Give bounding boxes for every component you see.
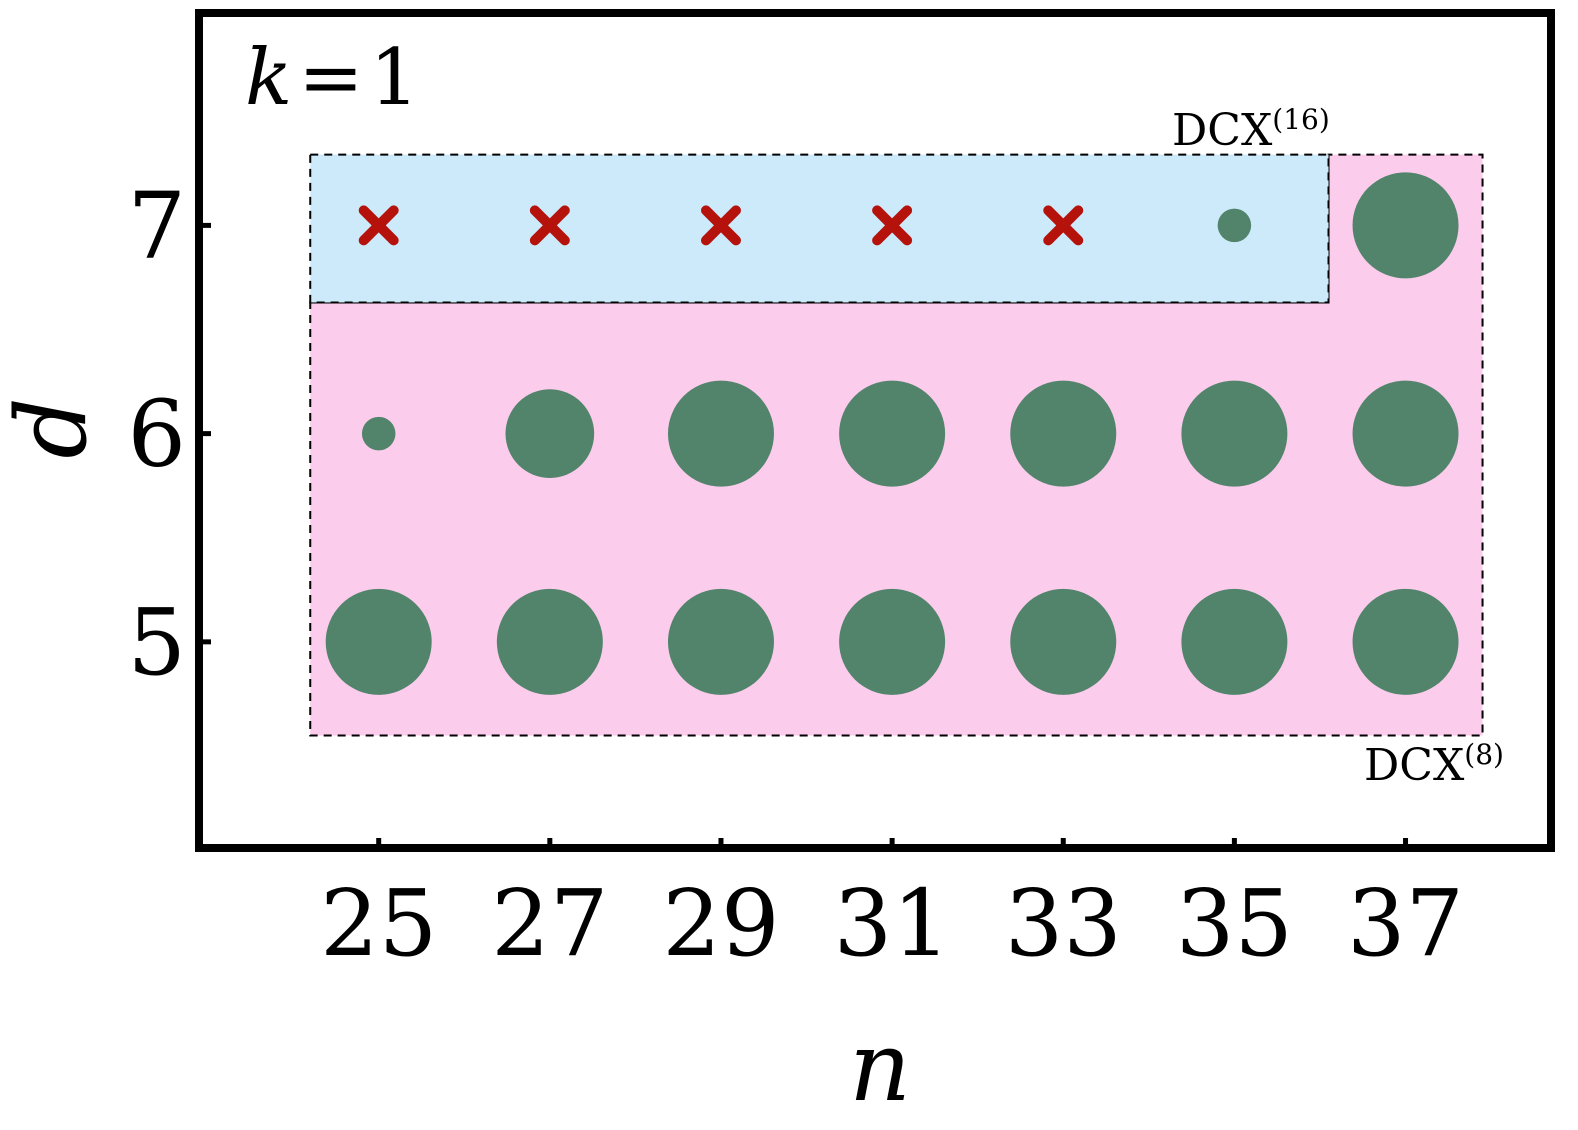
circle-marker: [1010, 588, 1117, 695]
circle-marker: [1010, 380, 1117, 487]
circle-marker: [1217, 208, 1252, 243]
y-tick-label: 5: [127, 589, 186, 696]
x-tick-label: 27: [491, 870, 608, 977]
circle-marker: [667, 588, 774, 695]
region-label-dcx16: DCX(16): [1172, 103, 1330, 156]
plot-frame: [195, 9, 1555, 852]
circle-marker: [1352, 380, 1459, 487]
circle-marker: [325, 588, 432, 695]
x-tick-label: 35: [1176, 870, 1293, 977]
region-label-dcx8: DCX(8): [1364, 738, 1504, 791]
markers: [325, 172, 1459, 695]
region-dcx16: [309, 153, 1330, 304]
ticks: [199, 222, 1409, 848]
circle-marker: [361, 416, 396, 451]
circle-marker: [1352, 588, 1459, 695]
panel-label: k=1: [245, 33, 419, 123]
circle-marker: [839, 588, 946, 695]
tick-labels: 25 27 29 31 33 35 37 5 6 7: [127, 172, 1464, 977]
circle-marker: [667, 380, 774, 487]
x-axis-label: n: [849, 1011, 911, 1123]
cross-marker: [1043, 205, 1084, 246]
cross-marker: [529, 205, 570, 246]
cross-marker: [358, 205, 399, 246]
circle-marker: [1181, 588, 1288, 695]
cross-marker: [700, 205, 741, 246]
circle-marker: [496, 588, 603, 695]
x-tick-label: 29: [662, 870, 779, 977]
x-tick-label: 31: [834, 870, 951, 977]
y-tick-label: 6: [127, 381, 186, 488]
cross-marker: [872, 205, 913, 246]
y-axis-label: d: [0, 397, 108, 458]
circle-marker: [839, 380, 946, 487]
circle-marker: [1352, 172, 1459, 279]
x-tick-label: 33: [1005, 870, 1122, 977]
y-tick-label: 7: [127, 172, 186, 279]
circle-marker: [1181, 380, 1288, 487]
x-tick-label: 25: [320, 870, 437, 977]
x-tick-label: 37: [1347, 870, 1464, 977]
circle-marker: [505, 389, 595, 478]
